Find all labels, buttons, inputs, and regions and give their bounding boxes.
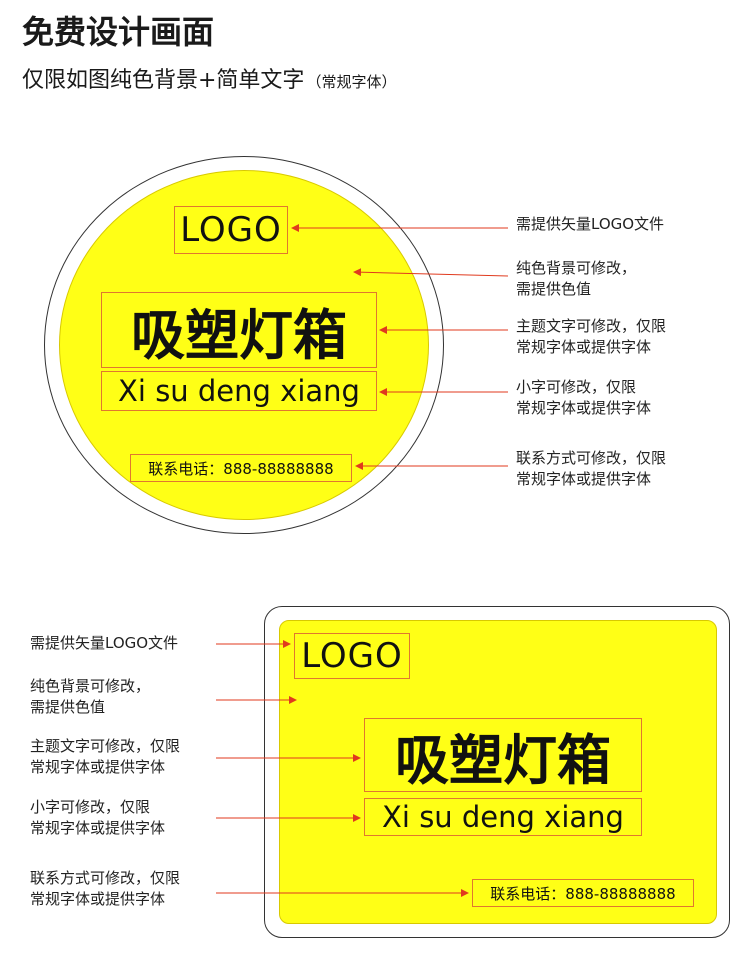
circle-note-main-line1: 主题文字可修改，仅限	[516, 317, 667, 335]
circle-note-background: 纯色背景可修改， 需提供色值	[516, 258, 636, 300]
rect-note-small-line1: 小字可修改，仅限	[30, 798, 151, 816]
circle-note-background-line2: 需提供色值	[516, 280, 592, 298]
page-title: 免费设计画面	[22, 13, 215, 51]
rect-note-small: 小字可修改，仅限 常规字体或提供字体	[30, 797, 165, 839]
circle-note-main: 主题文字可修改，仅限 常规字体或提供字体	[516, 316, 666, 358]
circle-note-logo: 需提供矢量LOGO文件	[516, 215, 665, 233]
circle-note-small-line1: 小字可修改，仅限	[516, 378, 637, 396]
rect-contact-text: 联系电话：888-88888888	[472, 879, 694, 907]
arrow-circle-background	[353, 268, 509, 277]
rect-note-background-line1: 纯色背景可修改，	[30, 677, 151, 695]
rect-note-main-line1: 主题文字可修改，仅限	[30, 737, 181, 755]
circle-note-small: 小字可修改，仅限 常规字体或提供字体	[516, 377, 651, 419]
circle-note-contact-line1: 联系方式可修改，仅限	[516, 449, 667, 467]
rect-note-contact-line2: 常规字体或提供字体	[30, 890, 166, 908]
circle-note-main-line2: 常规字体或提供字体	[516, 338, 652, 356]
subtitle-note: （常规字体）	[306, 73, 397, 91]
rect-note-logo: 需提供矢量LOGO文件	[30, 634, 179, 652]
circle-main-text: 吸塑灯箱	[101, 292, 377, 368]
subtitle-text: 仅限如图纯色背景+简单文字	[22, 68, 305, 93]
circle-note-background-line1: 纯色背景可修改，	[516, 259, 637, 277]
rect-logo-box: LOGO	[294, 633, 410, 679]
circle-note-small-line2: 常规字体或提供字体	[516, 399, 652, 417]
rect-pinyin-text: Xi su deng xiang	[364, 798, 642, 836]
circle-logo-box: LOGO	[174, 206, 288, 254]
rect-note-main-line2: 常规字体或提供字体	[30, 758, 166, 776]
rect-note-contact: 联系方式可修改，仅限 常规字体或提供字体	[30, 868, 180, 910]
circle-pinyin-text: Xi su deng xiang	[101, 371, 377, 411]
rect-note-contact-line1: 联系方式可修改，仅限	[30, 869, 181, 887]
circle-note-contact-line2: 常规字体或提供字体	[516, 470, 652, 488]
circle-contact-text: 联系电话：888-88888888	[130, 454, 352, 482]
rect-note-small-line2: 常规字体或提供字体	[30, 819, 166, 837]
circle-note-contact: 联系方式可修改，仅限 常规字体或提供字体	[516, 448, 666, 490]
page-subtitle: 仅限如图纯色背景+简单文字（常规字体）	[22, 66, 396, 97]
rect-note-main: 主题文字可修改，仅限 常规字体或提供字体	[30, 736, 180, 778]
rect-note-background: 纯色背景可修改， 需提供色值	[30, 676, 150, 718]
rect-note-background-line2: 需提供色值	[30, 698, 106, 716]
rect-main-text: 吸塑灯箱	[364, 718, 642, 792]
rect-sticker-background	[279, 620, 717, 924]
